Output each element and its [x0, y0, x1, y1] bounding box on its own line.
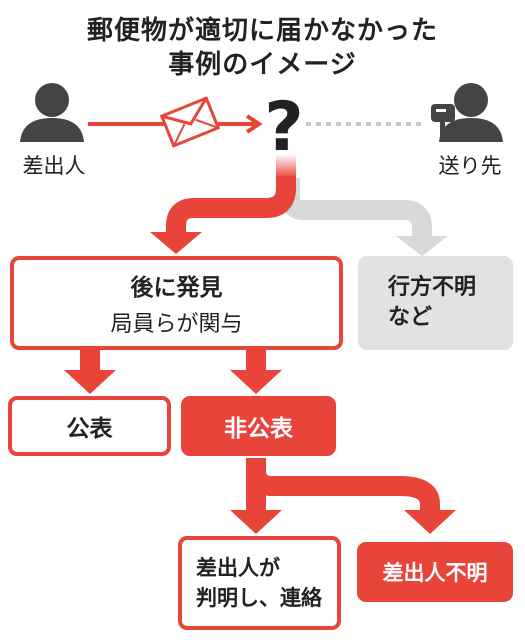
diagram-title-line1: 郵便物が適切に届かなかった [86, 16, 438, 46]
contacted-line1: 差出人が [196, 556, 280, 580]
unknown-sender-box: 差出人不明 [357, 542, 513, 602]
public-label: 公表 [66, 416, 113, 442]
contacted-box: 差出人が 判明し、連絡 [178, 536, 341, 630]
discovered-title: 後に発見 [130, 275, 223, 301]
missing-line1: 行方不明 [388, 275, 477, 300]
branch-to-missing [280, 178, 448, 256]
discovered-subtitle: 局員らが関与 [110, 312, 243, 337]
sender-label: 差出人 [22, 154, 86, 178]
nonpublic-box: 非公表 [181, 396, 336, 456]
arrow-to-nonpublic [230, 350, 282, 394]
recipient-label: 送り先 [438, 154, 502, 178]
discovered-box: 後に発見 局員らが関与 [10, 256, 343, 350]
contacted-line2: 判明し、連絡 [196, 586, 322, 610]
question-mark: ? [264, 88, 303, 167]
branch-from-nonpublic [230, 458, 456, 534]
unknown-sender-label: 差出人不明 [382, 561, 488, 585]
sender-person-icon [20, 83, 84, 142]
nonpublic-label: 非公表 [224, 416, 293, 442]
public-box: 公表 [8, 396, 171, 456]
envelope-icon [159, 96, 221, 148]
missing-box: 行方不明 など [358, 256, 513, 350]
arrow-to-public [64, 350, 116, 394]
missing-line2: など [388, 305, 433, 330]
branch-to-discovered [150, 154, 296, 254]
recipient-person-icon [439, 83, 503, 142]
mailbox-icon [431, 104, 455, 136]
diagram-title-line2: 事例のイメージ [168, 50, 357, 80]
